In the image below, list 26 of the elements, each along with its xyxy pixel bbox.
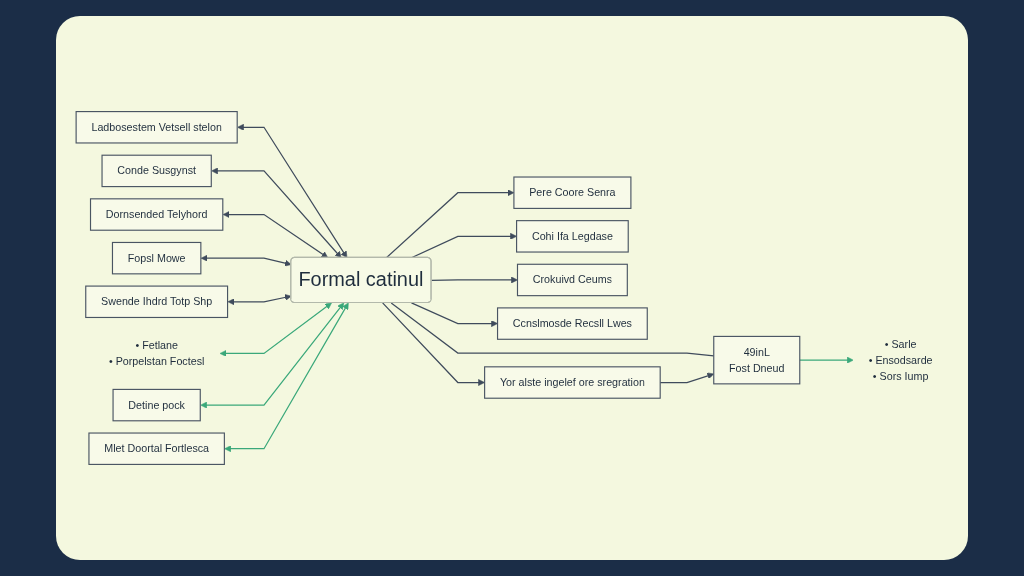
node-box xyxy=(513,176,632,209)
node-box xyxy=(484,366,661,399)
node-box xyxy=(88,432,225,465)
node-box xyxy=(101,154,212,188)
node-box xyxy=(713,335,801,385)
arrow xyxy=(410,302,498,327)
arrow xyxy=(200,302,345,409)
arrow xyxy=(382,302,485,386)
arrow xyxy=(219,302,332,357)
node-box xyxy=(85,285,229,319)
arrow xyxy=(237,123,348,259)
diagram-panel: Ladbosestem Vetsell stelon Conde Susgynst Dornsended Telyhord Fopsl Mowe Formal catinul Swende Ihdrd Totp Shp Pere Coore Senra • Fetlane • Porpelstan Foctesl Detine pock Cohi Ifa Legdase Crokuivd Ceums Ccnslmosde Recsll Lwes Yor alste ingelef ore sregration Mlet Doortal Fortlesca 49inL Fost Dneud • Sarle • Ensodsarde • Sors Iump xyxy=(56,16,968,560)
node-box xyxy=(89,198,224,231)
node-box xyxy=(111,241,202,275)
node-box xyxy=(496,307,648,340)
arrow xyxy=(222,211,329,259)
arrow xyxy=(224,302,349,453)
arrow xyxy=(211,167,342,259)
node-box xyxy=(75,111,238,144)
node-box xyxy=(516,263,628,297)
arrow xyxy=(799,356,854,364)
arrow xyxy=(385,189,515,259)
node-box xyxy=(112,388,201,422)
node-text: • Sarle • Ensodsarde • Sors Iump xyxy=(868,337,933,382)
node-box xyxy=(516,220,629,253)
node-text: • Fetlane • Porpelstan Foctesl xyxy=(108,338,205,368)
